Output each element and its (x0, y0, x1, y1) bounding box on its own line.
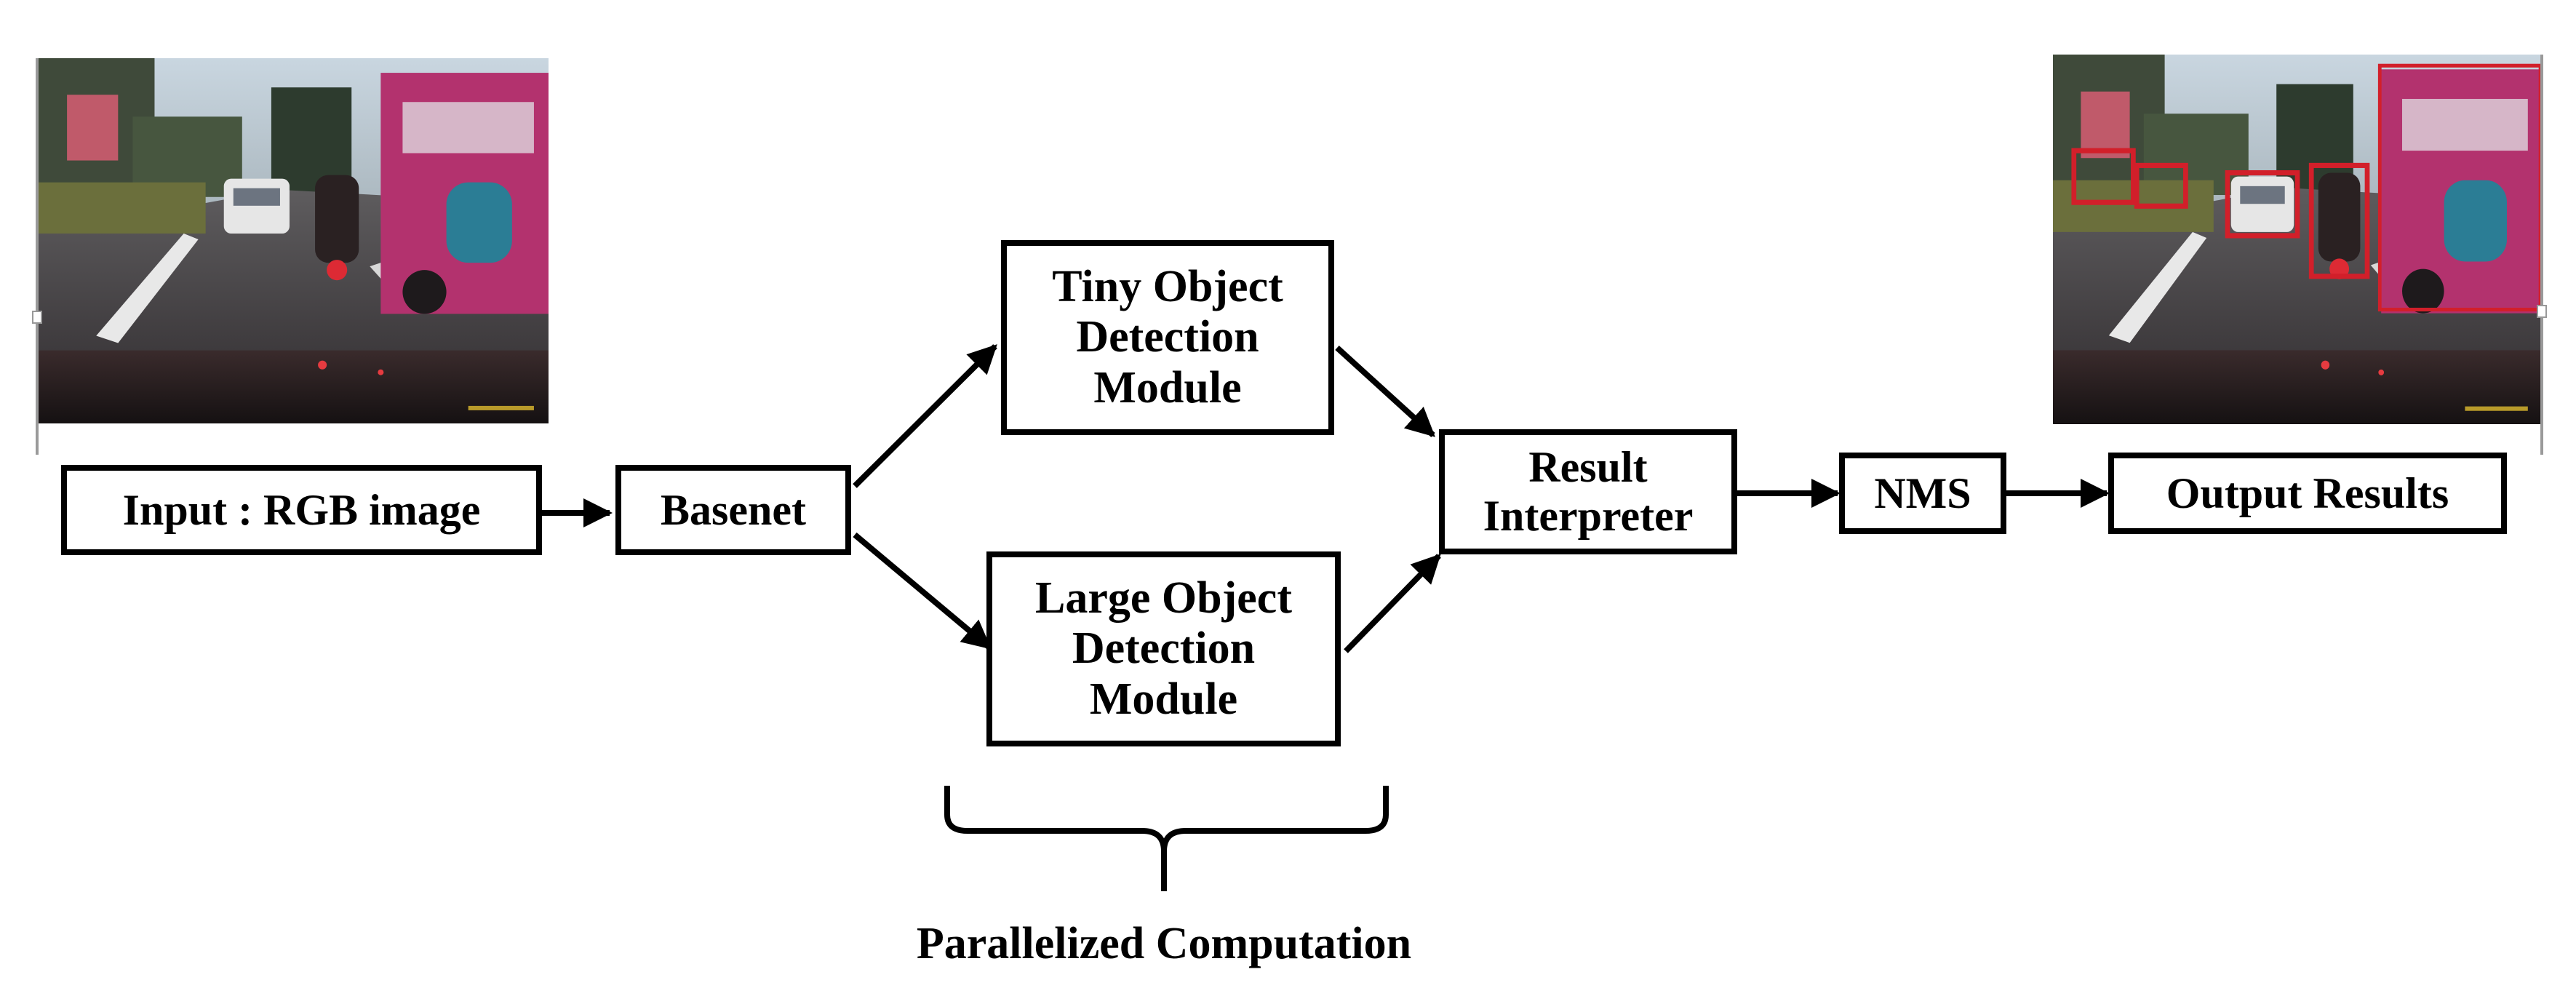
output-results-node: Output Results (2108, 453, 2507, 534)
tiny-label-line2: Detection (1076, 312, 1259, 362)
input-node: Input : RGB image (61, 465, 542, 555)
arrow-large-to-interpreter (1344, 554, 1441, 653)
detection-box (2134, 162, 2188, 209)
output-photo (2053, 55, 2542, 424)
tiny-label-line1: Tiny Object (1052, 261, 1283, 311)
arrow-basenet-to-large (853, 532, 992, 650)
connectors (542, 344, 2110, 653)
left-edge-handle (32, 311, 42, 324)
large-object-module: Large Object Detection Module (986, 551, 1341, 746)
nms-node: NMS (1839, 453, 2006, 534)
basenet-label: Basenet (661, 485, 806, 534)
output-label: Output Results (2166, 469, 2449, 517)
brace-label: Parallelized Computation (916, 919, 1412, 968)
right-edge-handle (2537, 305, 2547, 318)
tiny-label-line3: Module (1093, 362, 1242, 413)
input-photo (38, 58, 549, 423)
interpreter-label-line1: Result (1528, 442, 1648, 491)
interpreter-label-line2: Interpreter (1483, 492, 1694, 540)
large-label-line1: Large Object (1035, 573, 1292, 623)
arrow-basenet-to-tiny (853, 344, 997, 488)
result-interpreter-node: Result Interpreter (1439, 429, 1737, 554)
detection-box (2225, 170, 2300, 239)
detection-box (2308, 162, 2370, 279)
large-label-line3: Module (1089, 674, 1238, 724)
arrow-tiny-to-interpreter (1335, 346, 1435, 437)
nms-label: NMS (1874, 469, 1971, 517)
basenet-node: Basenet (615, 465, 851, 555)
parallel-brace (944, 786, 1389, 891)
large-label-line2: Detection (1072, 623, 1256, 674)
detection-box (2071, 148, 2136, 205)
input-label: Input : RGB image (122, 485, 481, 534)
tiny-object-module: Tiny Object Detection Module (1001, 240, 1334, 435)
